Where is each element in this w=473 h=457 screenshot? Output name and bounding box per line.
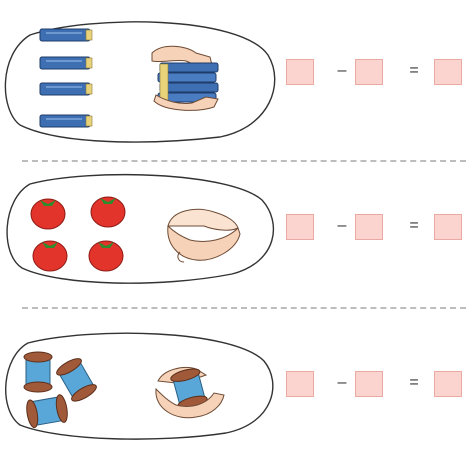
- answer-box-subtrahend[interactable]: [355, 59, 383, 85]
- dashed-divider: [22, 160, 466, 162]
- answer-box-minuend[interactable]: [286, 59, 314, 85]
- hands-holding-spool-icon: [155, 367, 225, 419]
- problem-row-1: – =: [0, 15, 473, 145]
- book-icon: [39, 28, 93, 42]
- book-icon: [39, 82, 93, 96]
- tomato-icon: [30, 198, 66, 230]
- answer-box-result[interactable]: [434, 371, 462, 397]
- subtraction-equation: – =: [286, 214, 466, 244]
- book-icon: [39, 56, 93, 70]
- empty-hands-icon: [167, 208, 241, 263]
- subtraction-equation: – =: [286, 59, 466, 89]
- picture-bubble: [6, 173, 275, 284]
- hands-holding-books-icon: [151, 45, 219, 111]
- tomato-icon: [88, 240, 124, 272]
- equals-sign: =: [409, 217, 419, 234]
- equals-sign: =: [409, 374, 419, 391]
- dashed-divider: [22, 307, 466, 309]
- picture-bubble: [5, 332, 274, 440]
- thread-spool-icon: [23, 351, 53, 393]
- answer-box-minuend[interactable]: [286, 214, 314, 240]
- answer-box-minuend[interactable]: [286, 371, 314, 397]
- minus-sign: –: [337, 374, 347, 391]
- minus-sign: –: [337, 217, 347, 234]
- thread-spool-icon: [56, 358, 97, 402]
- answer-box-subtrahend[interactable]: [355, 371, 383, 397]
- answer-box-result[interactable]: [434, 214, 462, 240]
- tomato-icon: [32, 240, 68, 272]
- problem-row-3: – =: [0, 327, 473, 457]
- answer-box-result[interactable]: [434, 59, 462, 85]
- minus-sign: –: [337, 62, 347, 79]
- picture-bubble: [4, 21, 276, 143]
- book-icon: [39, 114, 93, 128]
- answer-box-subtrahend[interactable]: [355, 214, 383, 240]
- tomato-icon: [90, 196, 126, 228]
- thread-spool-icon: [26, 394, 68, 429]
- equals-sign: =: [409, 62, 419, 79]
- problem-row-2: – =: [0, 170, 473, 300]
- subtraction-equation: – =: [286, 371, 466, 401]
